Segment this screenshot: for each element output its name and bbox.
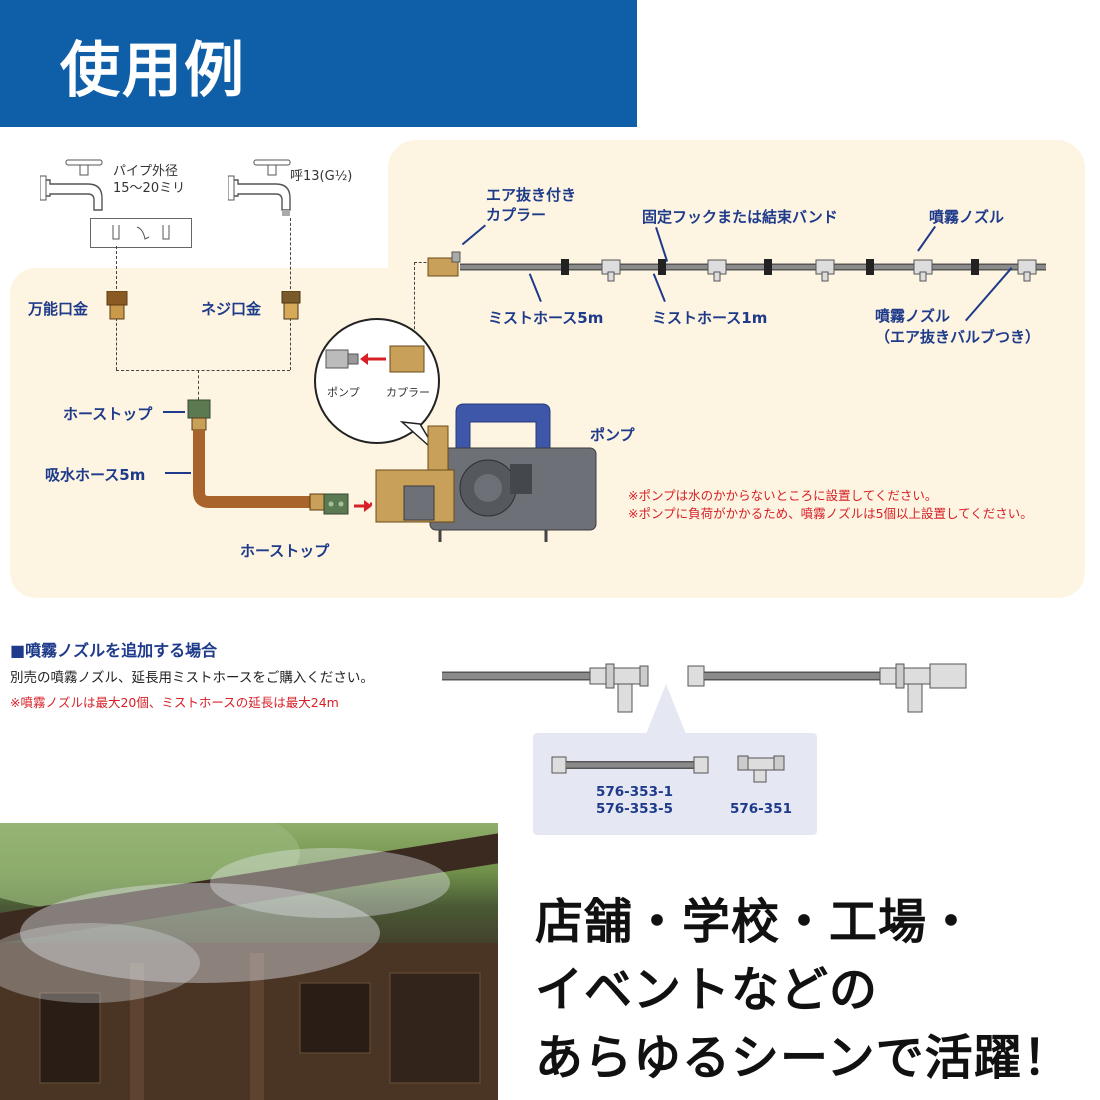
- mist-line-icon: [427, 251, 1046, 282]
- dashed-line: [290, 218, 291, 294]
- dashed-line: [414, 262, 436, 263]
- dashed-line: [116, 246, 117, 294]
- nozzle-code: 576-351: [730, 801, 792, 817]
- faucet-right-label: 呼13(G½): [290, 169, 353, 184]
- dashed-line: [198, 370, 199, 400]
- addon-limit-note: ※噴霧ノズルは最大20個、ミストホースの延長は最大24m: [10, 695, 339, 710]
- hose-code-1: 576-353-1: [596, 784, 673, 800]
- dashed-line: [116, 370, 290, 371]
- extension-hose-part-icon: [551, 756, 709, 774]
- extension-hose-illustration: [442, 663, 967, 713]
- inset-coupler-label: カプラー: [386, 386, 430, 399]
- hose-stop-bottom-icon: [323, 493, 349, 515]
- inset-parts-icon: [325, 345, 425, 373]
- inset-circle: [314, 318, 440, 444]
- parts-box: [533, 733, 817, 835]
- pipe-shapes-icon: [112, 225, 170, 240]
- hose-stop-top-label: ホーストップ: [63, 405, 153, 423]
- leader-line: [163, 411, 185, 413]
- intake-hose-label: 吸水ホース5m: [45, 466, 146, 484]
- note-1: ※ポンプは水のかからないところに設置してください。: [628, 488, 938, 503]
- nozzle-valve-label: 噴霧ノズル （エア抜きバルブつき）: [875, 307, 1041, 346]
- header-bar: [0, 0, 637, 127]
- screw-fitting-icon: [281, 291, 301, 320]
- slogan-line-2: イベントなどの: [535, 962, 879, 1018]
- inset-pump-label: ポンプ: [327, 386, 360, 399]
- nozzle-part-icon: [737, 755, 785, 783]
- addon-description: 別売の噴霧ノズル、延長用ミストホースをご購入ください。: [10, 670, 374, 686]
- hose-stop-bottom-label: ホーストップ: [240, 542, 330, 560]
- fixing-hook-label: 固定フックまたは結束バンド: [642, 208, 838, 226]
- pipe-shapes-box: [90, 218, 192, 248]
- page-title: 使用例: [60, 36, 246, 106]
- slogan-line-1: 店舗・学校・工場・: [535, 894, 977, 950]
- screw-fitting-label: ネジ口金: [201, 300, 262, 318]
- pump-icon: [370, 403, 597, 542]
- slogan-line-3: あらゆるシーンで活躍！: [535, 1030, 1072, 1086]
- mist-hose-5m-label: ミストホース5m: [488, 309, 604, 327]
- addon-title: ■噴霧ノズルを追加する場合: [10, 641, 218, 660]
- mist-hose-1m-label: ミストホース1m: [652, 309, 768, 327]
- note-2: ※ポンプに負荷がかかるため、噴霧ノズルは5個以上設置してください。: [628, 506, 1033, 521]
- mist-scene-photo: [0, 823, 498, 1100]
- universal-fitting-icon: [106, 291, 128, 320]
- faucet-right-icon: [228, 159, 291, 216]
- air-coupler-label: エア抜き付き カプラー: [486, 186, 577, 224]
- inlet-arrow-icon: [354, 500, 372, 512]
- hose-code-5: 576-353-5: [596, 801, 673, 817]
- dashed-line: [414, 262, 415, 354]
- dashed-line: [290, 318, 291, 370]
- mist-nozzle-label: 噴霧ノズル: [929, 208, 1005, 226]
- faucet-left-label: パイプ外径 15〜20ミリ: [113, 164, 186, 196]
- leader-line: [165, 472, 191, 474]
- universal-fitting-label: 万能口金: [28, 300, 89, 318]
- intake-hose-icon: [187, 399, 327, 511]
- photo-illustration: [0, 823, 498, 1100]
- faucet-left-icon: [40, 159, 103, 211]
- parts-box-pointer: [646, 684, 686, 734]
- pump-label: ポンプ: [590, 426, 635, 444]
- dashed-line: [116, 318, 117, 370]
